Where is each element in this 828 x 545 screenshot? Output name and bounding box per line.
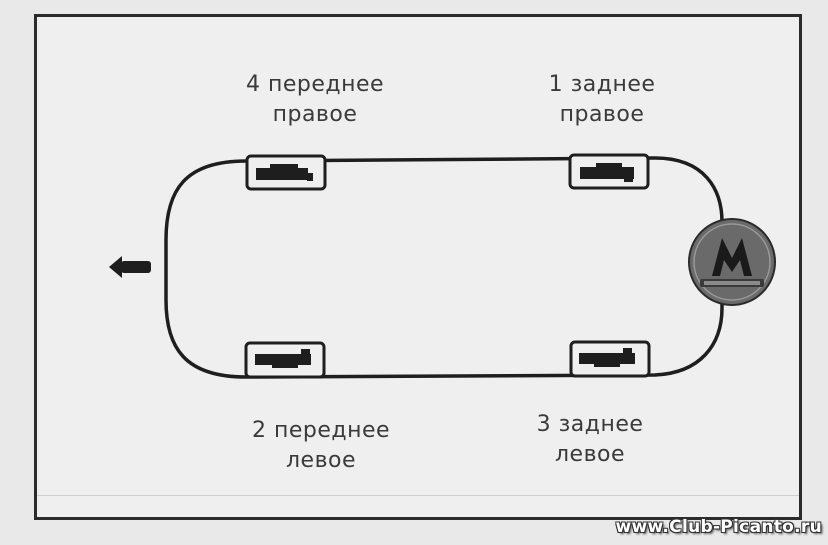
- label-wheel-rear-right: 1 заднее правое: [502, 70, 702, 130]
- diagram-frame: [34, 14, 802, 520]
- label-line: левое: [285, 448, 357, 473]
- car-body-outline: [164, 156, 724, 379]
- arrow-left-icon: [109, 256, 151, 278]
- label-line: 2 переднее: [251, 418, 391, 443]
- label-wheel-rear-left: 3 заднее левое: [490, 410, 690, 470]
- label-line: левое: [554, 442, 626, 467]
- wheel-front-right-icon: [245, 154, 327, 191]
- publisher-logo-icon: [688, 218, 776, 306]
- label-wheel-front-right: 4 переднее правое: [210, 70, 420, 130]
- label-line: 3 заднее: [536, 412, 644, 437]
- wheel-rear-left-icon: [569, 340, 651, 378]
- site-watermark: www.Club-Picanto.ru: [615, 517, 822, 537]
- label-wheel-front-left: 2 переднее левое: [216, 416, 426, 476]
- label-line: правое: [272, 102, 358, 127]
- label-line: 1 заднее: [548, 72, 656, 97]
- wheel-front-left-icon: [244, 341, 326, 379]
- label-line: правое: [559, 102, 645, 127]
- frame-divider: [37, 495, 799, 496]
- wheel-rear-right-icon: [568, 153, 650, 190]
- label-line: 4 переднее: [245, 72, 385, 97]
